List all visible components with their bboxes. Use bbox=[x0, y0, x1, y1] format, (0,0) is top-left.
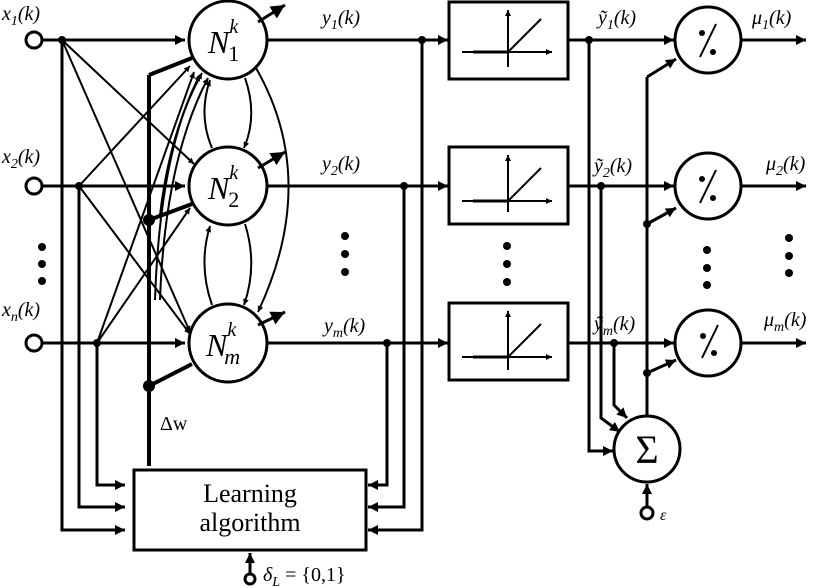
x1-to-learning bbox=[60, 40, 125, 535]
xn-cross-connections bbox=[96, 71, 195, 344]
weight-adjust-icon-n1 bbox=[257, 3, 286, 24]
weight-adjust-icon-n2 bbox=[257, 150, 286, 170]
epsilon-label: ε bbox=[660, 507, 667, 524]
input-label-x1: x1(k) bbox=[1, 3, 40, 29]
rectified-label-ym: ỹm(k) bbox=[592, 313, 636, 339]
normalized-label-mum: μm(k) bbox=[763, 309, 807, 335]
sum-to-div2 bbox=[646, 206, 677, 226]
divider-node-2 bbox=[673, 151, 743, 221]
svg-text:x1(k): x1(k) bbox=[1, 3, 40, 29]
activation-block-1 bbox=[447, 0, 570, 81]
svg-text:ỹ2(k): ỹ2(k) bbox=[592, 155, 632, 181]
relu-graph-icon bbox=[462, 311, 552, 370]
svg-text:δL = {0,1}: δL = {0,1} bbox=[263, 564, 346, 588]
rectified-label-y2: ỹ2(k) bbox=[592, 155, 632, 181]
svg-text:xn(k): xn(k) bbox=[1, 299, 40, 325]
svg-text:y1(k): y1(k) bbox=[320, 7, 360, 33]
svg-text:μ1(k): μ1(k) bbox=[751, 7, 792, 33]
weight-adjust-icon-nm bbox=[257, 310, 286, 327]
input-terminal-1 bbox=[24, 30, 44, 50]
relu-graph-icon bbox=[462, 10, 552, 67]
y1-to-learning bbox=[368, 40, 424, 535]
svg-text:μm(k): μm(k) bbox=[763, 309, 807, 335]
learning-block-line2: algorithm bbox=[199, 508, 300, 537]
lateral-n1-n2 bbox=[203, 77, 253, 149]
delta-w-to-nm bbox=[148, 362, 193, 388]
junction-dw-2 bbox=[143, 214, 155, 226]
lateral-n2-nm bbox=[203, 223, 253, 306]
svg-text:ym(k): ym(k) bbox=[322, 315, 366, 341]
x1-cross-connections bbox=[61, 39, 195, 333]
divider-node-m bbox=[673, 308, 743, 378]
svg-text:ỹm(k): ỹm(k) bbox=[592, 313, 636, 339]
divider-node-1 bbox=[673, 5, 743, 75]
svg-text:y2(k): y2(k) bbox=[320, 153, 360, 179]
output-label-y1: y1(k) bbox=[320, 7, 360, 33]
feedback-arcs-to-n1 bbox=[154, 72, 209, 301]
xn-to-learning bbox=[95, 343, 125, 490]
division-icon bbox=[699, 169, 717, 204]
x2-cross-connections bbox=[78, 65, 191, 335]
input-terminal-n bbox=[24, 333, 44, 353]
summation-node: Σ bbox=[612, 414, 682, 484]
svg-text:ỹ1(k): ỹ1(k) bbox=[596, 7, 636, 33]
sum-to-div1 bbox=[646, 57, 677, 79]
relu-graph-icon bbox=[462, 155, 552, 212]
svg-text:Nkm: Nkm bbox=[205, 319, 240, 369]
rectified-label-y1: ỹ1(k) bbox=[596, 7, 636, 33]
junction-sum-2 bbox=[643, 220, 651, 228]
delta-w-to-n1 bbox=[148, 56, 193, 77]
input-ellipsis bbox=[38, 243, 46, 285]
activation-block-m bbox=[447, 301, 570, 382]
normalized-label-mu2: μ2(k) bbox=[765, 153, 806, 179]
normalized-label-mu1: μ1(k) bbox=[751, 7, 792, 33]
activation-block-2 bbox=[447, 145, 570, 226]
sum-to-divm bbox=[646, 358, 677, 375]
sigma-symbol: Σ bbox=[635, 427, 658, 472]
junction-dw-m bbox=[143, 380, 155, 392]
ytilde2-to-sum bbox=[599, 186, 621, 434]
learning-algorithm-block: Learning algorithm bbox=[132, 468, 368, 552]
output-ellipsis bbox=[341, 232, 349, 276]
output-label-y2: y2(k) bbox=[320, 153, 360, 179]
learning-block-line1: Learning bbox=[203, 479, 297, 508]
input-terminal-2 bbox=[24, 176, 44, 196]
y2-to-learning bbox=[368, 186, 406, 512]
ym-to-learning bbox=[368, 343, 389, 490]
input-label-xn: xn(k) bbox=[1, 299, 40, 325]
input-label-x2: x2(k) bbox=[1, 146, 40, 172]
divider-ellipsis bbox=[703, 246, 711, 289]
learning-signal-label: δL = {0,1} bbox=[263, 564, 346, 588]
svg-text:x2(k): x2(k) bbox=[1, 146, 40, 172]
epsilon-terminal bbox=[639, 505, 655, 521]
ytildem-to-sum bbox=[612, 343, 629, 420]
delta-w-label: Δw bbox=[160, 413, 188, 435]
x2-to-learning bbox=[77, 186, 125, 512]
activation-ellipsis bbox=[503, 242, 511, 286]
svg-text:μ2(k): μ2(k) bbox=[765, 153, 806, 179]
normalized-output-ellipsis bbox=[785, 234, 793, 277]
learning-signal-terminal bbox=[243, 572, 257, 586]
svg-text:Nk1: Nk1 bbox=[207, 16, 239, 66]
junction-sum-m bbox=[643, 369, 651, 377]
division-icon bbox=[700, 324, 719, 359]
division-icon bbox=[699, 23, 717, 58]
delta-w-to-n2 bbox=[148, 202, 193, 222]
ytilde1-to-sum bbox=[587, 40, 613, 456]
svg-text:Nk2: Nk2 bbox=[207, 162, 239, 212]
output-label-ym: ym(k) bbox=[322, 315, 366, 341]
